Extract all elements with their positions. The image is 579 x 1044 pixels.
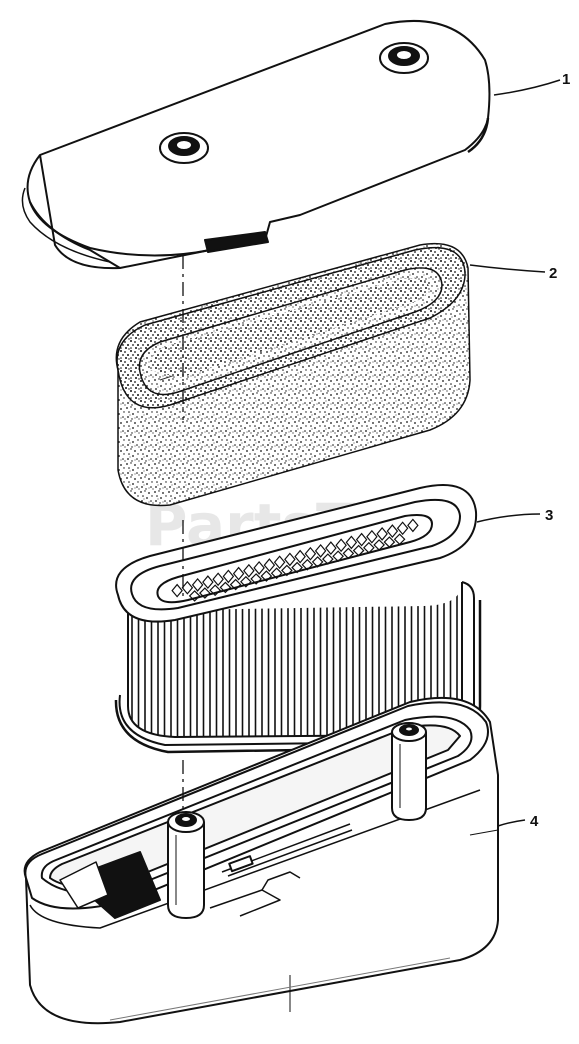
mesh-diamond [243,563,255,578]
mesh-diamond [202,575,214,590]
mesh-diamond [342,547,355,560]
part-2-foam-pre-cleaner [115,242,471,507]
base-breather-tube [221,823,353,877]
mesh-diamond [335,538,347,553]
mesh-diamond [355,532,368,547]
mesh-diamond [260,570,273,582]
mesh-diamond [311,556,324,568]
cover-mount-hole-rear [379,42,429,74]
mesh-diamond [253,560,265,575]
mesh-diamond [314,543,327,558]
mesh-diamond [181,580,194,595]
mesh-diamond [352,544,365,557]
mesh-diamond [325,541,337,556]
mesh-diamond [294,549,306,564]
callout-label-1: 1 [562,71,570,88]
mesh-diamond [345,535,358,550]
mesh-diamond [188,590,201,602]
mesh-diamond [322,553,334,565]
mesh-diamond [301,558,314,571]
mesh-diamond [366,529,378,544]
mesh-diamond [396,521,409,536]
base-post-front [167,811,205,919]
mesh-diamond [393,533,406,546]
mesh-diamond [273,555,286,570]
mesh-diamond [383,536,396,548]
part-1-air-cleaner-cover [21,20,491,270]
mesh-diamond [270,567,283,580]
mesh-diamond [263,558,276,573]
callout-2: 2 [469,264,557,282]
mesh-diamond [219,581,232,594]
mesh-diamond [373,539,385,551]
mesh-diamond [199,587,211,599]
callout-label-4: 4 [530,813,539,830]
mesh-diamond [281,564,293,577]
mesh-diamond [232,566,245,581]
mesh-diamond [363,541,375,554]
mesh-diamond [386,524,399,539]
mesh-diamond [240,575,252,588]
callout-label-2: 2 [549,265,557,282]
filter-inner-screen [171,518,419,602]
mesh-diamond [291,561,303,574]
cover-mount-hole-front [159,132,209,164]
mesh-diamond [229,578,242,591]
callout-1: 1 [493,71,570,96]
mesh-diamond [250,573,262,585]
mesh-diamond [407,518,419,533]
base-post-rear [391,722,427,821]
mesh-diamond [332,550,344,563]
callout-3: 3 [476,507,553,524]
mesh-diamond [212,572,224,587]
mesh-diamond [222,569,235,584]
callout-4: 4 [497,813,539,830]
mesh-diamond [376,526,388,541]
mesh-diamond [191,577,204,592]
part-4-air-cleaner-base [23,696,499,1025]
mesh-diamond [304,546,317,561]
callout-label-3: 3 [545,507,553,524]
mesh-diamond [284,552,296,567]
mesh-diamond [209,584,221,597]
mesh-diamond [171,583,183,598]
